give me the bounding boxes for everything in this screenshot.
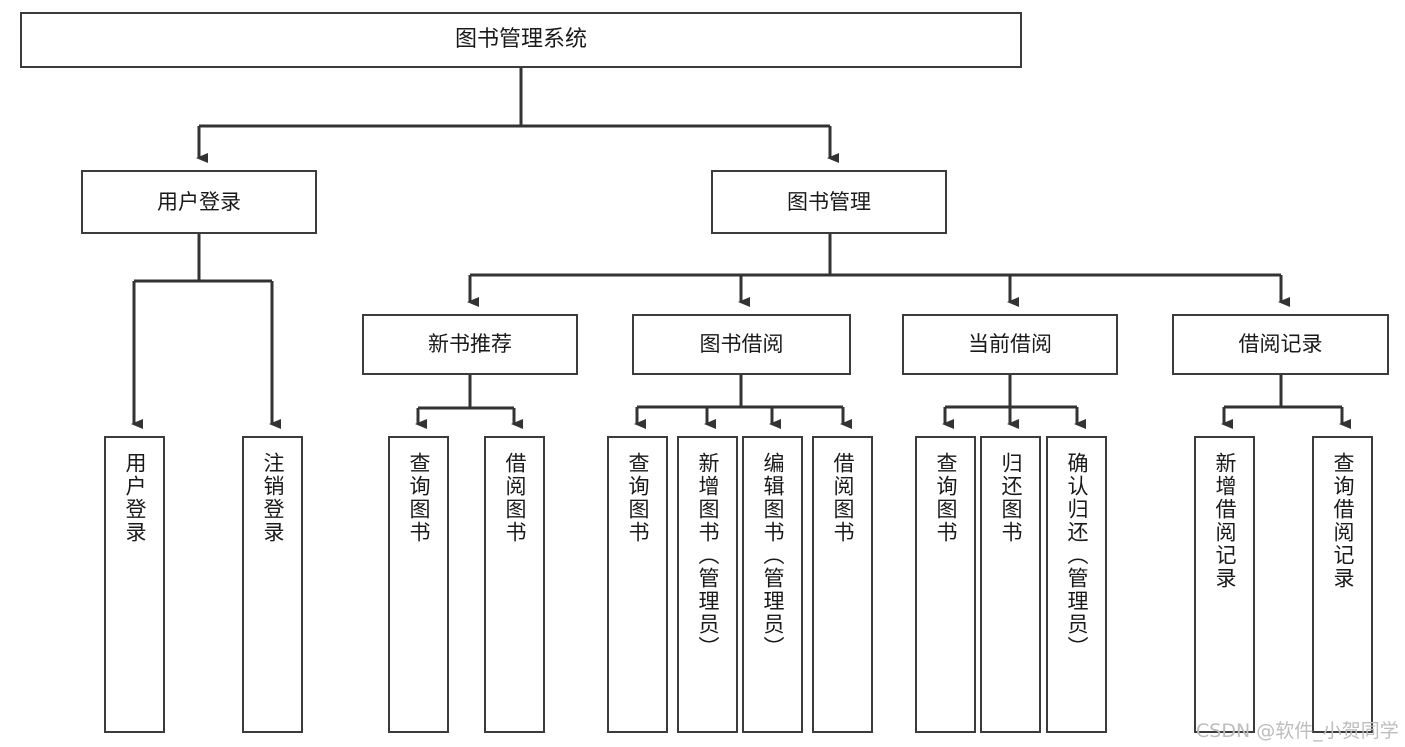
node-book-borrow[interactable]: 图书借阅 — [632, 314, 851, 375]
leaf-edit-book-admin[interactable]: 编辑图书（管理员） — [742, 436, 803, 733]
leaf-add-book-admin[interactable]: 新增图书（管理员） — [677, 436, 738, 733]
node-label: 查询图书 — [626, 452, 650, 544]
node-label: 借阅记录 — [1238, 332, 1323, 357]
node-label: 新增图书（管理员） — [696, 452, 720, 659]
node-label: 查询借阅记录 — [1331, 452, 1355, 590]
leaf-user-login[interactable]: 用户登录 — [104, 436, 165, 733]
node-label: 编辑图书（管理员） — [761, 452, 785, 659]
node-label: 查询图书 — [934, 452, 958, 544]
node-borrow-record[interactable]: 借阅记录 — [1172, 314, 1389, 375]
node-label: 新书推荐 — [428, 332, 512, 357]
leaf-query-borrow-record[interactable]: 查询借阅记录 — [1312, 436, 1373, 733]
node-label: 新增借阅记录 — [1213, 452, 1237, 590]
node-label: 查询图书 — [407, 452, 431, 544]
leaf-user-logout[interactable]: 注销登录 — [242, 436, 303, 733]
leaf-query-book-2[interactable]: 查询图书 — [607, 436, 668, 733]
leaf-query-book-3[interactable]: 查询图书 — [915, 436, 976, 733]
node-label: 图书借阅 — [699, 332, 784, 357]
node-label: 图书管理 — [787, 189, 871, 214]
leaf-borrow-book-2[interactable]: 借阅图书 — [812, 436, 873, 733]
node-label: 确认归还（管理员） — [1065, 452, 1089, 659]
node-label: 借阅图书 — [831, 452, 855, 544]
node-book-manage[interactable]: 图书管理 — [711, 170, 947, 234]
node-label: 归还图书 — [999, 452, 1023, 544]
node-user-login[interactable]: 用户登录 — [81, 170, 317, 234]
node-label: 借阅图书 — [503, 452, 527, 544]
leaf-return-book[interactable]: 归还图书 — [980, 436, 1041, 733]
node-label: 注销登录 — [261, 452, 285, 544]
node-label: 用户登录 — [123, 452, 147, 544]
node-label: 当前借阅 — [968, 332, 1052, 357]
node-new-book-recommend[interactable]: 新书推荐 — [362, 314, 578, 375]
leaf-query-book-1[interactable]: 查询图书 — [388, 436, 449, 733]
node-current-borrow[interactable]: 当前借阅 — [902, 314, 1118, 375]
leaf-add-borrow-record[interactable]: 新增借阅记录 — [1194, 436, 1255, 733]
leaf-borrow-book-1[interactable]: 借阅图书 — [484, 436, 545, 733]
node-label: 图书管理系统 — [454, 27, 587, 53]
leaf-confirm-return-admin[interactable]: 确认归还（管理员） — [1046, 436, 1107, 733]
node-root-system[interactable]: 图书管理系统 — [20, 12, 1022, 68]
node-label: 用户登录 — [157, 189, 241, 214]
csdn-watermark: CSDN @软件_小贺同学 — [1196, 720, 1399, 742]
